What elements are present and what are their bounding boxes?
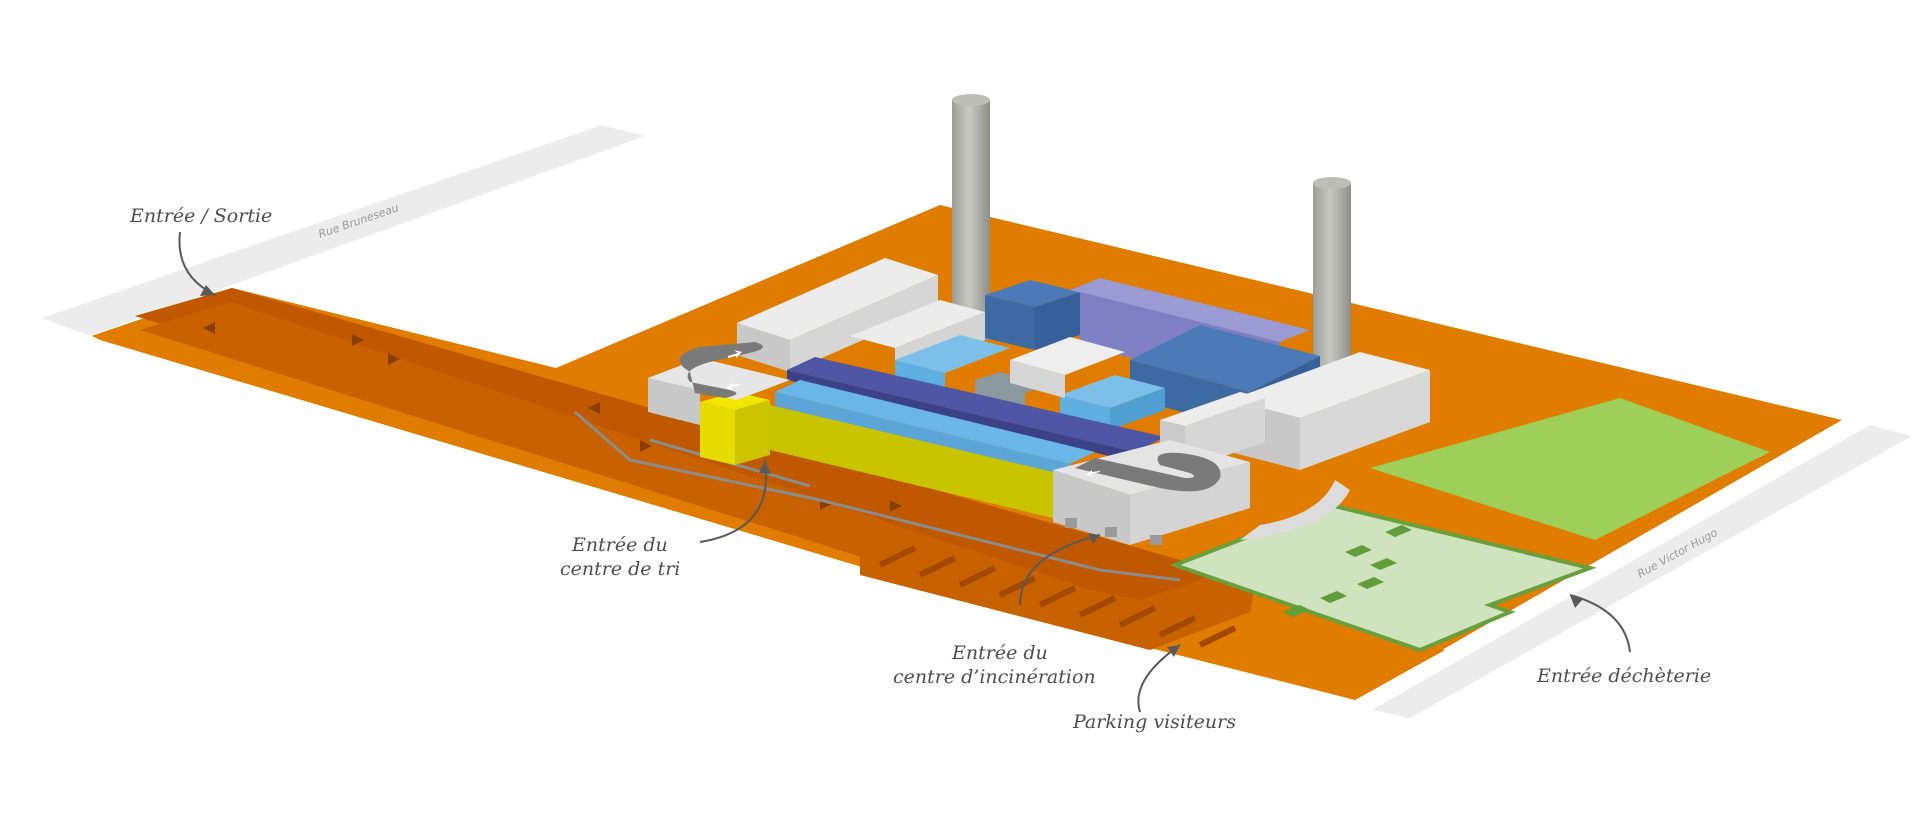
navy-hall [787, 357, 1165, 462]
building-back-left [737, 258, 938, 372]
arrow-icon [726, 383, 740, 391]
leader-sorting [699, 459, 768, 543]
arrow-icon [640, 440, 652, 452]
label-incineration-line2: centre d’incinération [893, 666, 1096, 688]
building-center [1010, 337, 1125, 398]
arrow-icon [728, 350, 742, 358]
ramp-icon [679, 342, 763, 398]
arrow-icon [890, 500, 902, 512]
arrow-icon [388, 353, 400, 365]
label-sorting-line2: centre de tri [560, 558, 680, 580]
arrow-icon [200, 285, 215, 296]
arrow-icon [1086, 470, 1100, 477]
leader-incineration [1019, 534, 1101, 606]
arrow-icon [588, 402, 600, 414]
chimney-icon [952, 94, 990, 340]
arrow-icon [352, 334, 364, 346]
sorting-entry-block [700, 392, 770, 465]
light-blue-hall [775, 380, 1095, 478]
waste-center-ramp [1240, 480, 1350, 540]
access-road-lower [140, 302, 1120, 610]
annotation-arrowheads [200, 285, 1583, 657]
incinerator-hall [985, 280, 1080, 350]
arrow-icon [1088, 533, 1100, 544]
arrow-icon [1167, 645, 1180, 657]
arrow-icon [1570, 595, 1583, 608]
ramp-building-left [648, 358, 790, 425]
label-sorting-line1: Entrée du [571, 534, 668, 556]
street-east [1372, 425, 1912, 718]
label-waste-center: Entrée déchèterie [1536, 665, 1711, 687]
ramp-icon [1075, 452, 1221, 492]
lane-line [574, 410, 1181, 582]
waste-center-bays [1283, 525, 1412, 617]
parking-stripes [878, 545, 1237, 648]
label-entry-exit: Entrée / Sortie [129, 205, 272, 227]
label-incineration-line1: Entrée du [951, 642, 1048, 664]
label-parking: Parking visiteurs [1072, 711, 1236, 733]
arrow-icon [203, 322, 215, 334]
street-north [42, 125, 645, 336]
arrow-icon [759, 460, 771, 474]
green-field [1370, 398, 1770, 540]
light-blue-blocks [895, 335, 1165, 430]
loading-docks [1065, 518, 1162, 545]
ramp-building-right [1053, 440, 1250, 545]
